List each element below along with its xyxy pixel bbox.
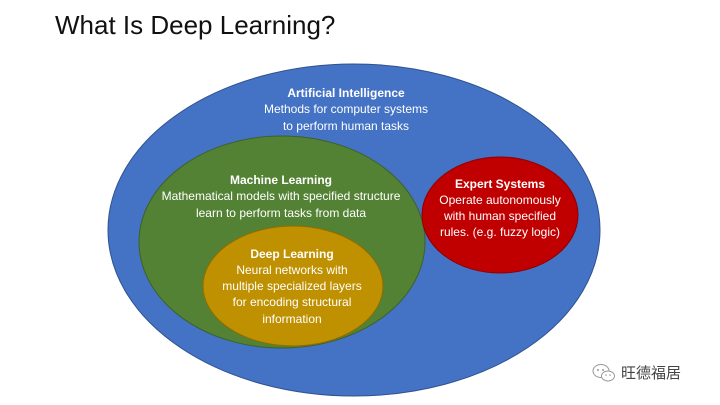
es-ellipse bbox=[421, 156, 579, 274]
dl-line: for encoding structural bbox=[233, 295, 352, 309]
ai-line: to perform human tasks bbox=[283, 119, 409, 133]
ml-line: learn to perform tasks from data bbox=[196, 206, 366, 220]
dl-line: information bbox=[262, 312, 321, 326]
es-title: Expert Systems bbox=[455, 177, 545, 191]
dl-title: Deep Learning bbox=[250, 247, 333, 261]
ai-title: Artificial Intelligence bbox=[287, 86, 405, 100]
watermark-text: 旺德福居 bbox=[621, 365, 682, 382]
ml-title: Machine Learning bbox=[230, 173, 332, 187]
ai-line: Methods for computer systems bbox=[264, 102, 428, 116]
dl-line: multiple specialized layers bbox=[222, 279, 361, 293]
watermark: 旺德福居 bbox=[592, 362, 681, 383]
ml-line: Mathematical models with specified struc… bbox=[162, 189, 401, 203]
wechat-icon bbox=[592, 363, 615, 381]
es-line: with human specified bbox=[443, 209, 556, 223]
dl-ellipse bbox=[202, 225, 384, 347]
dl-line: Neural networks with bbox=[236, 263, 347, 277]
es-line: Operate autonomously bbox=[439, 193, 560, 207]
slide-title: What Is Deep Learning? bbox=[55, 10, 336, 40]
es-line: rules. (e.g. fuzzy logic) bbox=[440, 225, 560, 239]
